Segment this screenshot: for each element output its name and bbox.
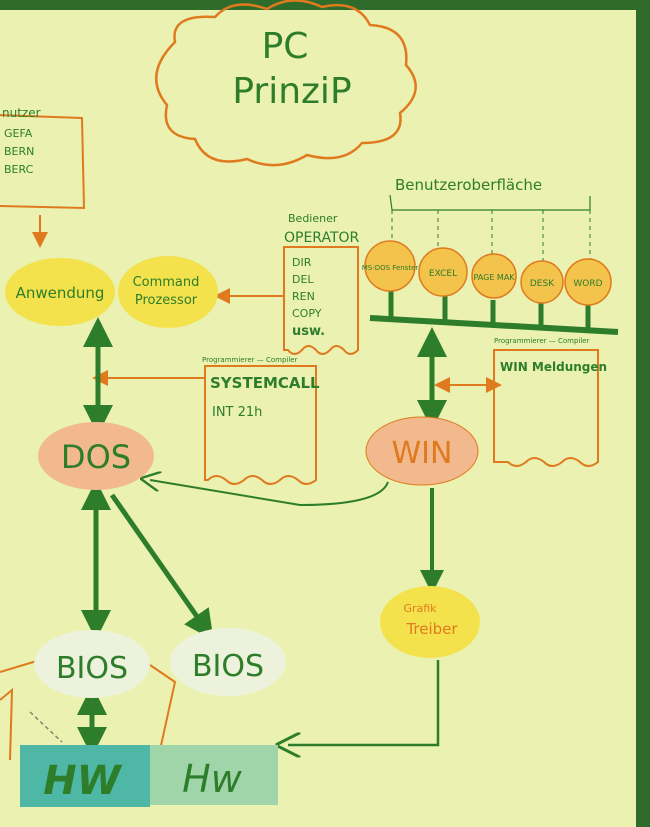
hw-card-1: HW xyxy=(20,745,150,807)
operator-box-heading2: OPERATOR xyxy=(284,230,360,246)
grafik-treiber-node: Grafik Treiber xyxy=(380,586,480,658)
title-line1: PC xyxy=(262,26,309,67)
gui-app-dot xyxy=(471,253,517,299)
operator-box-line: DEL xyxy=(292,273,314,286)
gui-label: Benutzeroberfläche xyxy=(395,176,542,194)
gui-app-dot xyxy=(364,240,416,292)
grafik-label-line2: Treiber xyxy=(405,620,458,638)
systemcall-box: Programmierer — Compiler SYSTEMCALL INT … xyxy=(202,356,320,485)
bios1-label: BIOS xyxy=(56,651,128,686)
command-processor-node: Command Prozessor xyxy=(118,256,218,328)
dashed-hint-arrow xyxy=(29,711,63,743)
user-box-line: GEFA xyxy=(4,127,33,140)
user-box-line: BERC xyxy=(4,163,34,176)
hw2-label: Hw xyxy=(182,757,243,801)
user-box-line: BERN xyxy=(4,145,34,158)
win-box-header: Programmierer — Compiler xyxy=(494,337,590,345)
systemcall-header: Programmierer — Compiler xyxy=(202,356,298,364)
hw-card-2: Hw xyxy=(150,745,278,805)
gui-app-label: EXCEL xyxy=(429,269,457,279)
paper-sheet xyxy=(0,10,636,827)
title-cloud: PC PrinziP xyxy=(154,0,417,167)
gui-app-label: MS-DOS Fenster xyxy=(362,264,419,272)
win-label: WIN xyxy=(392,436,453,471)
gui-app-label: PAGE MAK xyxy=(473,273,515,282)
operator-box-line: REN xyxy=(292,290,315,303)
anwendung-node: Anwendung xyxy=(5,258,115,326)
dos-bios2-arrow xyxy=(109,493,214,641)
grafik-hw-arrow xyxy=(288,660,440,745)
user-box-heading: nutzer xyxy=(2,106,41,120)
anwendung-label: Anwendung xyxy=(16,284,105,302)
win-node: WIN xyxy=(365,416,479,486)
gui-app-label: DESK xyxy=(530,279,555,289)
systemcall-line: INT 21h xyxy=(212,405,262,420)
bios-side-lines xyxy=(0,659,177,761)
command-label-line2: Prozessor xyxy=(135,293,198,308)
user-box: nutzer GEFA BERN BERC xyxy=(0,106,86,210)
gui-app-dot xyxy=(418,247,468,297)
win-messages-box: Programmierer — Compiler WIN Meldungen xyxy=(493,337,607,467)
operator-box-line: COPY xyxy=(292,307,322,320)
gui-app-dot xyxy=(564,258,612,306)
dos-label: DOS xyxy=(61,438,131,476)
win-dos-arrow xyxy=(150,480,389,507)
operator-box-heading1: Bediener xyxy=(288,212,338,225)
bios2-label: BIOS xyxy=(192,649,264,684)
operator-box-line: usw. xyxy=(292,324,325,339)
gui-group: Benutzeroberfläche MS-DOS Fenster EXCEL … xyxy=(362,176,619,335)
win-box-title: WIN Meldungen xyxy=(500,360,607,374)
bios-node-1: BIOS xyxy=(34,630,150,698)
title-line2: PrinziP xyxy=(232,71,351,112)
systemcall-title: SYSTEMCALL xyxy=(210,374,320,392)
dos-node: DOS xyxy=(38,422,154,490)
bios-node-2: BIOS xyxy=(170,628,286,696)
grafik-label-line1: Grafik xyxy=(403,602,437,615)
operator-box-line: DIR xyxy=(292,256,312,269)
gui-app-label: WORD xyxy=(573,279,602,289)
gui-app-dot xyxy=(520,260,564,304)
operator-box: Bediener OPERATOR DIR DEL REN COPY usw. xyxy=(283,212,360,355)
command-label-line1: Command xyxy=(133,275,200,290)
hw1-label: HW xyxy=(43,758,122,804)
